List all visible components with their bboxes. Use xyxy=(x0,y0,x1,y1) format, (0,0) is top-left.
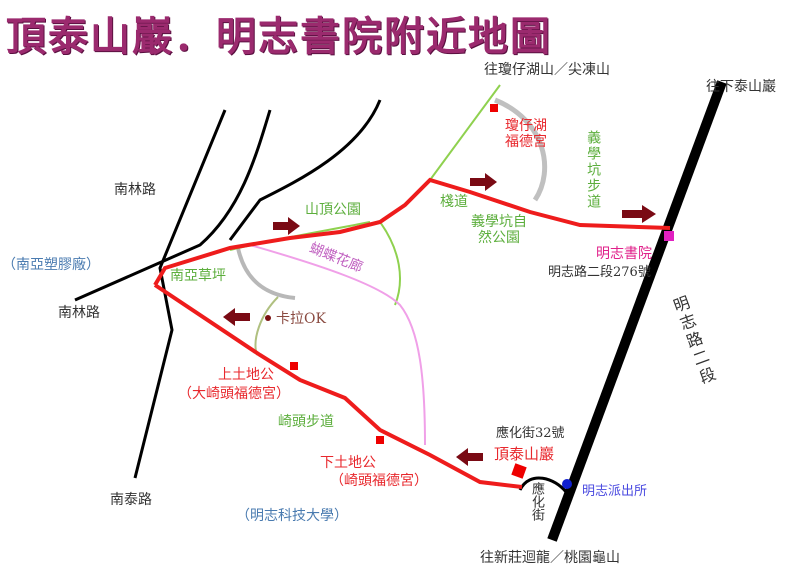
label-karaoke: 卡拉OK xyxy=(276,311,326,327)
arrow-right-icon xyxy=(470,173,497,191)
karaoke-gray-path xyxy=(236,247,296,300)
label-yinghua-street: 應化街 xyxy=(528,482,544,521)
yinghua-street-road xyxy=(518,476,568,493)
mingzhi-road xyxy=(547,80,727,542)
label-nantai-road: 南泰路 xyxy=(110,492,152,508)
qitou-trail xyxy=(153,283,523,489)
police-marker xyxy=(562,479,572,489)
label-academy-address: 明志路二段276號 xyxy=(548,265,651,280)
label-qiongzaihu-temple: 瓊仔湖福德宮 xyxy=(505,118,547,151)
label-yinghua-32: 應化街32號 xyxy=(496,426,565,441)
label-to-xinzhuang: 往新莊迴龍／桃園龜山 xyxy=(480,550,620,566)
label-qitou-trail: 崎頭步道 xyxy=(278,414,334,430)
lower-earth-god-marker xyxy=(376,436,384,444)
summit-green-path xyxy=(379,221,401,306)
upper-earth-god-marker xyxy=(290,362,298,370)
label-lower-earth-god-sub: （崎頭福德宮） xyxy=(330,473,428,489)
qiongzaihu-green-path xyxy=(429,84,501,181)
label-to-xiataishan: 往下泰山巖 xyxy=(706,79,776,95)
qiongzaihu-gray-path xyxy=(494,97,548,202)
label-university: （明志科技大學） xyxy=(236,508,348,524)
label-police-station: 明志派出所 xyxy=(582,484,648,499)
karaoke-green-path xyxy=(254,296,279,356)
label-upper-earth-god: 上土地公 xyxy=(218,367,274,383)
label-nanya-lawn: 南亞草坪 xyxy=(170,268,226,284)
label-nanya-factory: （南亞塑膠廠） xyxy=(2,257,100,273)
academy-marker xyxy=(664,231,674,241)
nanlin-road-b xyxy=(74,109,272,302)
dingtaishan-marker xyxy=(511,463,527,479)
label-to-qiongzaihu: 往瓊仔湖山／尖凍山 xyxy=(484,62,610,78)
label-nanlin-road-top: 南林路 xyxy=(114,182,156,198)
label-yixuekeng-trail: 義學坑步道 xyxy=(585,130,602,210)
nanlin-road-a xyxy=(133,109,227,479)
label-dingtaishan-temple: 頂泰山巖 xyxy=(494,445,555,463)
hill-road xyxy=(228,99,382,241)
label-mingzhi-academy: 明志書院 xyxy=(596,246,652,262)
qiongzaihu-temple-marker xyxy=(490,104,498,112)
arrow-left-icon xyxy=(223,308,250,326)
label-summit-park: 山頂公園 xyxy=(305,202,361,218)
map-title: 頂泰山巖．明志書院附近地圖 xyxy=(6,14,552,60)
arrow-right-icon xyxy=(273,217,300,235)
label-yixuekeng-park: 義學坑自然公園 xyxy=(471,214,527,247)
main-trail xyxy=(153,177,671,287)
label-nanlin-road-bottom: 南林路 xyxy=(58,305,100,321)
butterfly-pink-path xyxy=(249,244,426,446)
arrow-right-icon xyxy=(622,205,656,223)
arrow-left-icon xyxy=(456,448,483,466)
label-upper-earth-god-sub: （大崎頭福德宮） xyxy=(178,386,290,402)
karaoke-marker xyxy=(265,315,271,321)
label-lower-earth-god: 下土地公 xyxy=(320,455,376,471)
label-plank-road: 棧道 xyxy=(440,194,468,210)
